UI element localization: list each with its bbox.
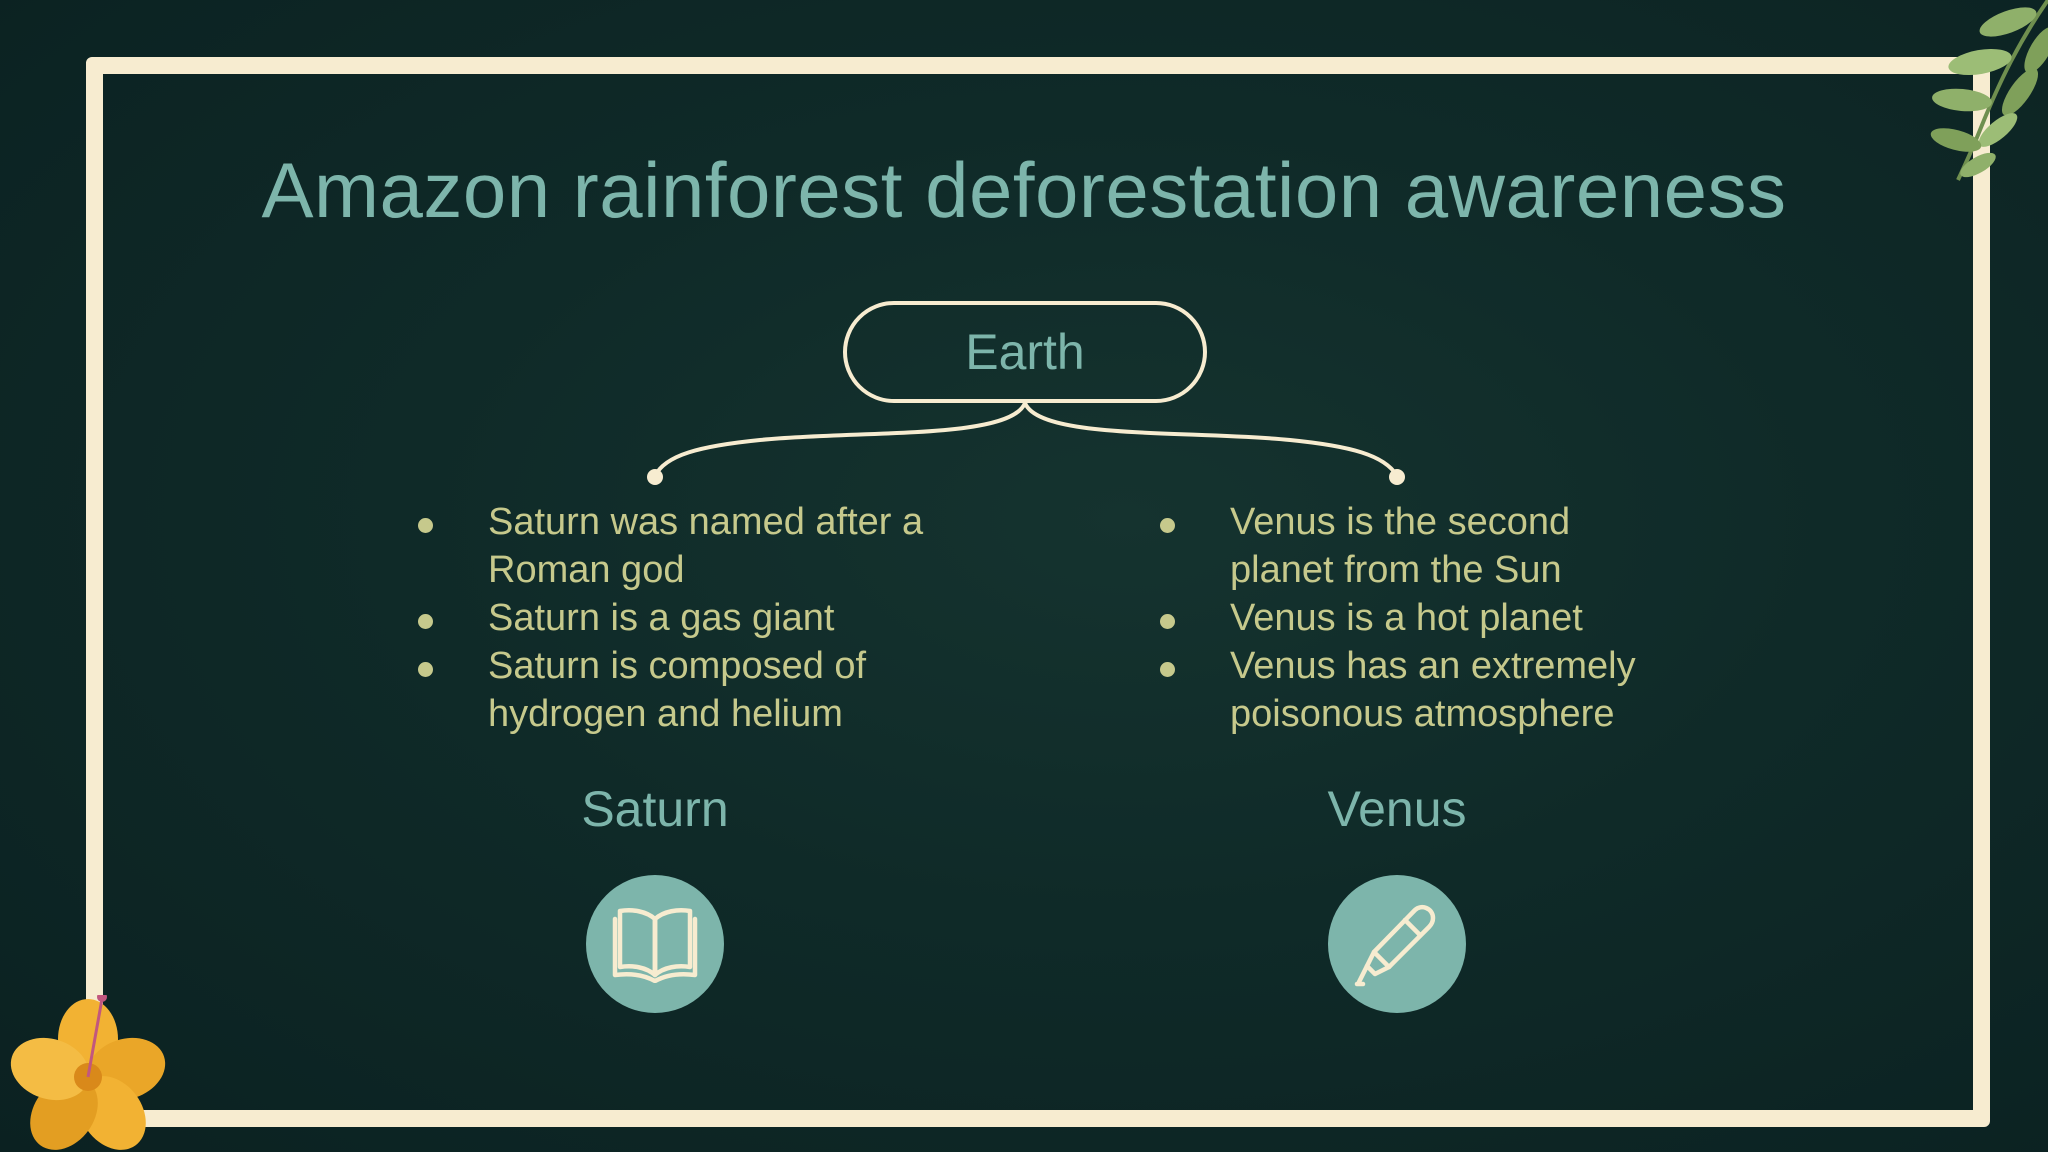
list-item: Saturn was named after a Roman god [418,498,938,594]
right-branch-line [1023,402,1399,478]
right-branch-endpoint [1389,469,1405,485]
root-node-label: Earth [965,324,1085,380]
list-item: Saturn is a gas giant [418,594,938,642]
list-item: Venus is the second planet from the Sun [1160,498,1680,594]
bullet-dot [1160,518,1175,533]
slide-title: Amazon rainforest deforestation awarenes… [261,146,1787,234]
bullet-dot [418,662,433,677]
list-item: Saturn is composed of hydrogen and heliu… [418,642,938,738]
bullet-dot [418,614,433,629]
leaves-decoration [1930,0,2048,181]
venus-label: Venus [1327,781,1467,837]
book-icon [612,908,698,983]
venus-facts-list: Venus is the second planet from the Sun … [1160,498,1680,738]
hibiscus-flower-decoration [10,995,166,1150]
book-icon-circle [586,875,724,1013]
root-node-pill: Earth [843,301,1207,403]
left-branch-line [653,402,1027,477]
saturn-label: Saturn [581,781,729,837]
pen-icon [1354,905,1436,987]
slide-frame [86,57,1990,1127]
list-item: Venus is a hot planet [1160,594,1680,642]
list-item: Venus has an extremely poisonous atmosph… [1160,642,1680,738]
bullet-dot [1160,662,1175,677]
left-branch-endpoint [647,469,663,485]
bullet-dot [418,518,433,533]
bullet-dot [1160,614,1175,629]
saturn-facts-list: Saturn was named after a Roman god Satur… [418,498,938,738]
pen-icon-circle [1328,875,1466,1013]
